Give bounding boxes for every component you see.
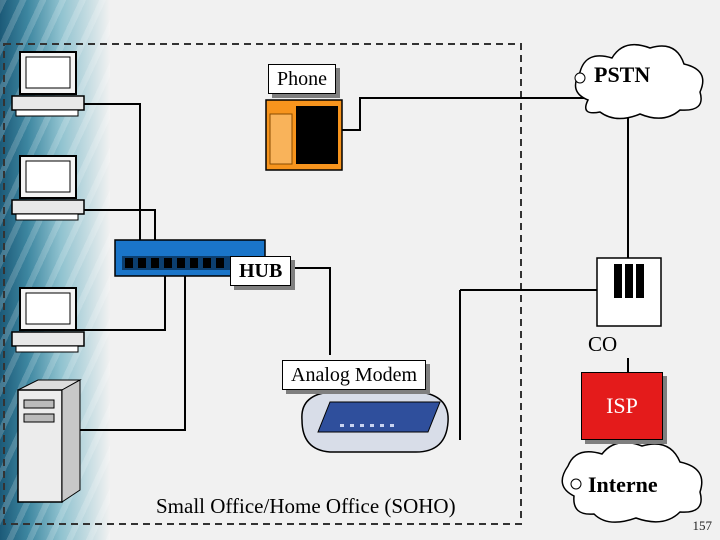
link-pc3-hub	[70, 264, 166, 331]
server-icon	[17, 379, 82, 503]
modem-label: Analog Modem	[282, 360, 427, 390]
pstn-label: PSTN	[594, 62, 651, 87]
co-label: CO	[588, 332, 618, 356]
isp-label: ISP	[606, 393, 638, 418]
pc-2	[11, 155, 85, 221]
link-server-hub	[70, 264, 186, 431]
pstn-cloud	[574, 43, 704, 120]
modem-icon	[301, 391, 449, 453]
isp-box: ISP	[581, 372, 663, 440]
page-number: 157	[692, 518, 713, 533]
soho-label: Small Office/Home Office (SOHO)	[156, 494, 456, 518]
internet-label: Interne	[588, 472, 658, 497]
pc-3	[11, 287, 85, 353]
hub-label: HUB	[230, 256, 292, 286]
pc-1	[11, 51, 85, 117]
phone-icon	[265, 99, 343, 171]
link-pc1-hub	[70, 103, 141, 260]
co-switch	[596, 257, 662, 327]
soho-boundary	[3, 43, 522, 525]
internet-cloud	[561, 441, 703, 523]
phone-label: Phone	[268, 64, 336, 94]
link-phone-pstn	[340, 97, 590, 131]
